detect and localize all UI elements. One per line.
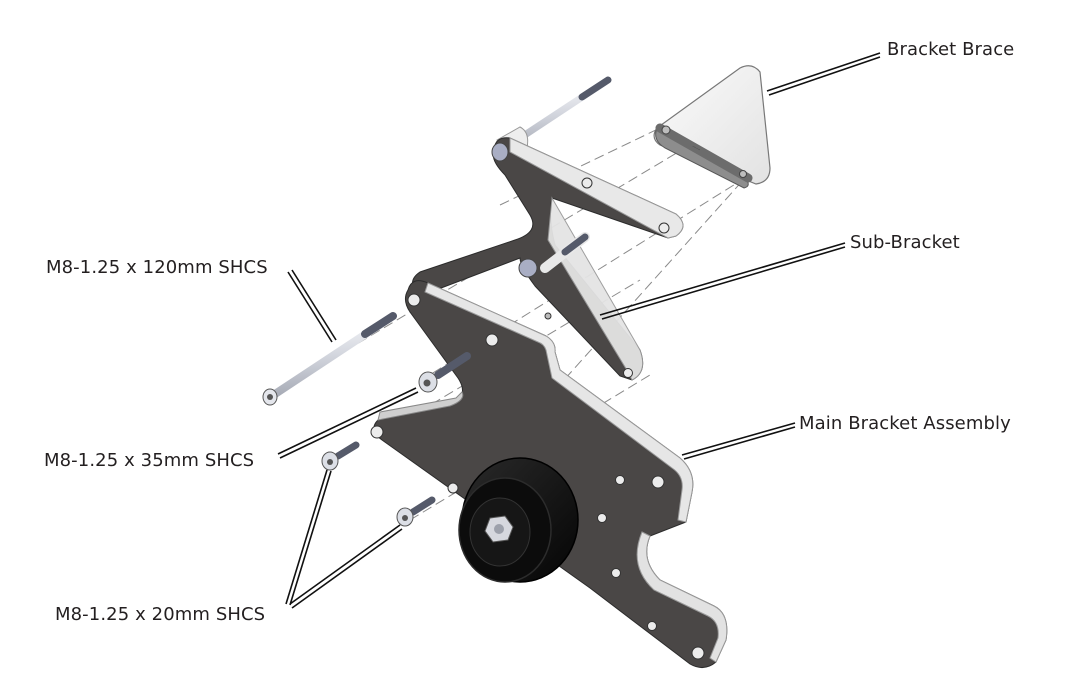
sub-bracket-part <box>412 137 684 381</box>
callout-bolt-120mm: M8-1.25 x 120mm SHCS <box>46 257 268 278</box>
bracket-brace-part: ------ <box>653 65 771 189</box>
main-bracket-part <box>370 280 728 668</box>
callout-bolt-20mm: M8-1.25 x 20mm SHCS <box>55 604 266 625</box>
callout-sub-bracket: Sub-Bracket <box>850 232 960 253</box>
callout-bolt-35mm: M8-1.25 x 35mm SHCS <box>44 450 255 471</box>
svg-text:------: ------ <box>692 143 702 152</box>
callout-main-bracket-assembly: Main Bracket Assembly <box>799 413 1011 434</box>
bolt-20mm-upper <box>321 441 360 471</box>
callout-bracket-brace: Bracket Brace <box>887 39 1015 60</box>
idler-pulley <box>458 457 579 583</box>
bolt-20mm-lower <box>396 496 436 527</box>
leader-lines <box>277 52 881 609</box>
bolt-35mm <box>418 352 471 393</box>
bolt-120mm <box>262 312 397 406</box>
